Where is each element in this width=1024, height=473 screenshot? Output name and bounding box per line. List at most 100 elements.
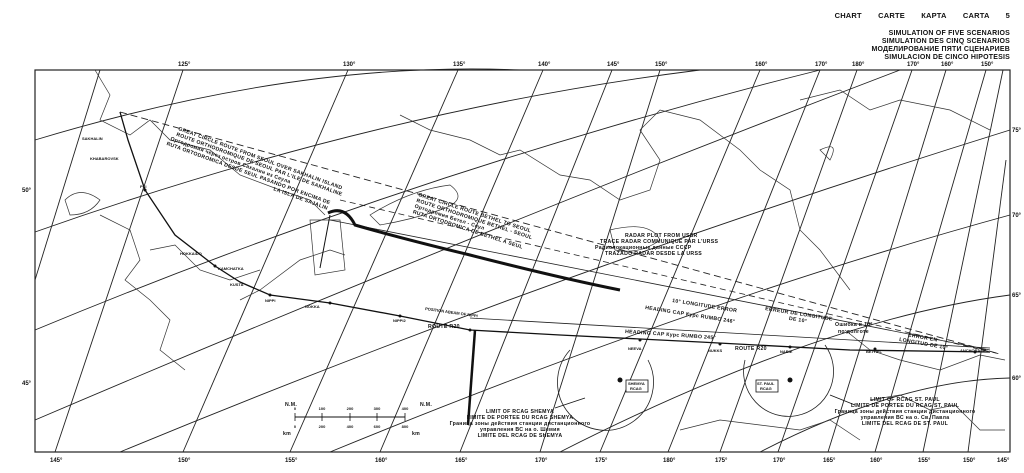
lat-label: 45° xyxy=(22,381,32,387)
scale-tick: 200 xyxy=(319,424,326,429)
intercept-track-2 xyxy=(319,214,331,269)
longitude-error-es-label: ERROR EN LONGITUD DE 10° xyxy=(899,332,949,351)
great-circle-route-bethel-line xyxy=(339,199,1001,355)
stpaul-limit-arrow xyxy=(829,394,856,406)
lon-label: 150° xyxy=(963,458,976,464)
stpaul-limit-label: LIMIT OF RCAG ST. PAUL LIMITE DE PORTEE … xyxy=(835,397,975,427)
label-line: управления ВС на о. Шемия xyxy=(480,427,560,433)
scale-nm-label: N.M. xyxy=(285,402,297,408)
waypoint-label: HOKKAIDO xyxy=(180,251,202,256)
title-fr: SIMULATION DES CINQ SCENARIOS xyxy=(881,38,1010,45)
label-line: Ошибка в 10° xyxy=(835,321,873,328)
shemya-limit-label: LIMIT OF RCAG SHEMYA LIMITE DE PORTEE DU… xyxy=(450,409,591,439)
label-line: TRACE RADAR COMMUNIQUE PAR L'URSS xyxy=(600,239,718,245)
scale-tick: 300 xyxy=(374,406,381,411)
lon-label: 170° xyxy=(773,458,786,464)
scale-tick: 800 xyxy=(402,424,409,429)
waypoint-label: NIPPI2 xyxy=(393,318,406,323)
label-line: по долготе xyxy=(838,329,869,335)
lon-label: 160° xyxy=(870,458,883,464)
lon-label: 145° xyxy=(997,458,1010,464)
longitude-error-ru-label: Ошибка в 10° по долготе xyxy=(835,321,873,335)
waypoint-label: NOKKA xyxy=(305,304,320,309)
lon-label: 150° xyxy=(178,458,191,464)
scale-tick: 0 xyxy=(294,406,297,411)
title-es: SIMULACION DE CINCO HIPOTESIS xyxy=(884,54,1010,61)
stpaul-box-name: ST. PAUL xyxy=(757,381,775,386)
waypoint-label: NIPPI xyxy=(265,298,275,303)
lon-label: 160° xyxy=(941,62,954,68)
lon-label: 180° xyxy=(663,458,676,464)
lat-label: 75° xyxy=(1012,128,1022,134)
route-r20-label: ROUTE R20 xyxy=(428,324,460,330)
label-line: LIMITE DE PORTEE DU RCAG SHEMYA xyxy=(467,415,574,421)
lat-label: 50° xyxy=(22,188,32,194)
waypoint-label: PSI xyxy=(140,184,146,189)
radar-plot-track xyxy=(327,209,621,292)
label-line: DE 10° xyxy=(788,316,807,325)
stpaul-box-rcag: RCAG xyxy=(760,386,772,391)
waypoint-label: KAMCHATKA xyxy=(218,266,244,271)
lon-label: 130° xyxy=(343,62,356,68)
lon-label: 145° xyxy=(607,62,620,68)
title-ru: МОДЕЛИРОВАНИЕ ПЯТИ СЦЕНАРИЕВ xyxy=(871,46,1010,53)
label-line: LIMIT OF RCAG ST. PAUL xyxy=(870,397,940,403)
rcag-shemya-range-circle xyxy=(557,349,654,431)
lat-label: 60° xyxy=(1012,376,1022,382)
scale-tick: 0 xyxy=(294,424,297,429)
lon-label: 155° xyxy=(918,458,931,464)
heading-246-line xyxy=(329,219,991,351)
chart-number-label: CHART CARTE КАРТА CARTA 5 xyxy=(834,11,1010,20)
lon-label: 175° xyxy=(595,458,608,464)
title-en: SIMULATION OF FIVE SCENARIOS xyxy=(888,30,1010,37)
lon-label: 155° xyxy=(285,458,298,464)
radar-plot-label: RADAR PLOT FROM USSR TRACE RADAR COMMUNI… xyxy=(595,233,718,257)
coastlines xyxy=(64,69,1006,441)
stpaul-box xyxy=(755,379,779,393)
chart-header: CHART CARTE КАРТА CARTA 5 SIMULATION OF … xyxy=(835,12,1010,62)
lon-label: 135° xyxy=(453,62,466,68)
scale-tick: 600 xyxy=(374,424,381,429)
label-line: RADAR PLOT FROM USSR xyxy=(625,233,698,239)
label-line: LIMITE DE PORTEE DU RCAG ST. PAUL xyxy=(851,403,960,409)
lon-label: 160° xyxy=(755,62,768,68)
stpaul-station-marker xyxy=(787,377,793,383)
lon-label: 140° xyxy=(538,62,551,68)
lon-label: 165° xyxy=(455,458,468,464)
lon-label: 150° xyxy=(981,62,994,68)
intercept-track xyxy=(466,329,477,426)
scale-tick: 100 xyxy=(319,406,326,411)
label-line: LIMITE DEL RCAG DE SHEMYA xyxy=(478,433,563,439)
heading-245-line xyxy=(469,317,991,349)
lon-label: 170° xyxy=(907,62,920,68)
label-line: Граница зоны действия станции дистанцион… xyxy=(450,420,591,427)
label-line: LIMITE DEL RCAG DE ST. PAUL xyxy=(862,421,949,427)
scale-tick: 200 xyxy=(347,406,354,411)
lon-label: 165° xyxy=(823,458,836,464)
waypoint-label: SAKHALIN xyxy=(82,136,103,141)
lon-label: 180° xyxy=(852,62,865,68)
waypoint-label: KHABAROVSK xyxy=(90,156,119,161)
waypoint-label: ANCHORAGE xyxy=(960,348,987,353)
scale-km-label-right: km xyxy=(412,431,420,437)
lon-label: 125° xyxy=(178,62,191,68)
lon-label: 150° xyxy=(655,62,668,68)
waypoint-label: NEEVA xyxy=(628,346,642,351)
shemya-box-rcag: RCAG xyxy=(630,386,642,391)
route-r20-label-east: ROUTE R20 xyxy=(735,346,767,352)
shemya-limit-arrow xyxy=(554,397,586,409)
lon-label: 170° xyxy=(535,458,548,464)
great-circle-seoul-label: GREAT CIRCLE ROUTE FROM SEOUL OVER SAKHA… xyxy=(166,126,344,211)
waypoint-label: NABIE xyxy=(780,349,793,354)
flight-track-route-r20 xyxy=(119,111,991,353)
label-line: Радиолокационные данные СССР xyxy=(595,245,692,251)
scale-nm-label-right: N.M. xyxy=(420,402,432,408)
latitude-labels: 75° 70° 65° 60° 50° 45° xyxy=(22,128,1022,387)
shemya-station-marker xyxy=(617,377,623,383)
position-label: POSITION ABEAM OF NIPPI xyxy=(425,306,478,318)
scale-km-label: km xyxy=(283,431,291,437)
label-line: LIMIT OF RCAG SHEMYA xyxy=(486,409,554,415)
longitude-labels-top: 125° 130° 135° 140° 145° 150° 160° 170° … xyxy=(178,62,994,68)
waypoint-label: KUSTA xyxy=(230,282,244,287)
